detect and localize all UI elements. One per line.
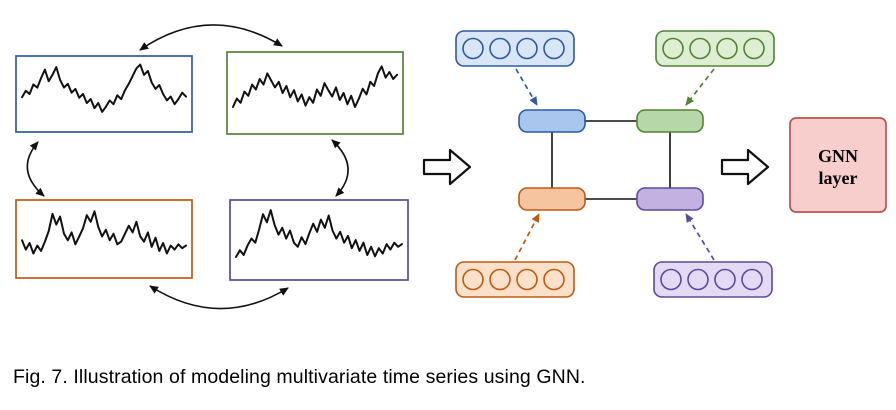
feature-circle [743, 37, 765, 60]
feature-vector-box-blue [455, 30, 575, 67]
feature-vector-box-orange [455, 261, 575, 298]
feature-circle [543, 268, 565, 291]
block-arrow-1 [422, 148, 472, 186]
correlation-arrow-left [26, 141, 45, 197]
feature-box-outline [655, 30, 775, 67]
feature-circle [716, 37, 738, 60]
feature-assign-arrow-green [685, 68, 715, 106]
feature-circle [489, 268, 511, 291]
gnn-layer-box [789, 117, 887, 213]
feature-circle [516, 37, 538, 60]
feature-circle [687, 268, 709, 291]
feature-vector-box-purple [653, 261, 773, 298]
feature-assign-arrow-blue [515, 68, 538, 106]
feature-circle [714, 268, 736, 291]
figure-caption: Fig. 7. Illustration of modeling multiva… [13, 366, 586, 388]
feature-circle [462, 268, 484, 291]
correlation-arrow-top [139, 24, 283, 51]
timeseries-panel-orange [15, 199, 193, 279]
timeseries-panel-blue [15, 55, 193, 133]
block-arrow-2 [720, 148, 770, 186]
graph-node-purple [636, 187, 704, 211]
graph-node-blue [518, 109, 586, 133]
feature-circle [741, 268, 763, 291]
feature-assign-arrow-orange [514, 213, 540, 261]
feature-box-outline [653, 261, 773, 298]
feature-circle [543, 37, 565, 60]
correlation-arrow-right [331, 139, 349, 197]
feature-assign-arrow-purple [685, 213, 715, 261]
feature-circle [489, 37, 511, 60]
feature-box-outline [455, 261, 575, 298]
correlation-arrow-bottom [149, 285, 289, 310]
feature-box-outline [455, 30, 575, 67]
feature-circle [660, 268, 682, 291]
timeseries-panel-purple [229, 199, 409, 281]
diagram-canvas: GNN layer [15, 24, 887, 310]
gnn-layer-label-line1: GNN [818, 146, 858, 166]
feature-circle [689, 37, 711, 60]
feature-circle [516, 268, 538, 291]
feature-circle [662, 37, 684, 60]
timeseries-line-blue [21, 63, 187, 113]
graph-node-orange [518, 187, 586, 211]
gnn-layer-label-line2: layer [819, 168, 858, 188]
feature-circle [462, 37, 484, 60]
timeseries-line-green [232, 65, 398, 108]
graph-node-green [636, 109, 704, 133]
timeseries-line-orange [21, 210, 187, 255]
feature-vector-box-green [655, 30, 775, 67]
timeseries-line-purple [235, 209, 403, 258]
